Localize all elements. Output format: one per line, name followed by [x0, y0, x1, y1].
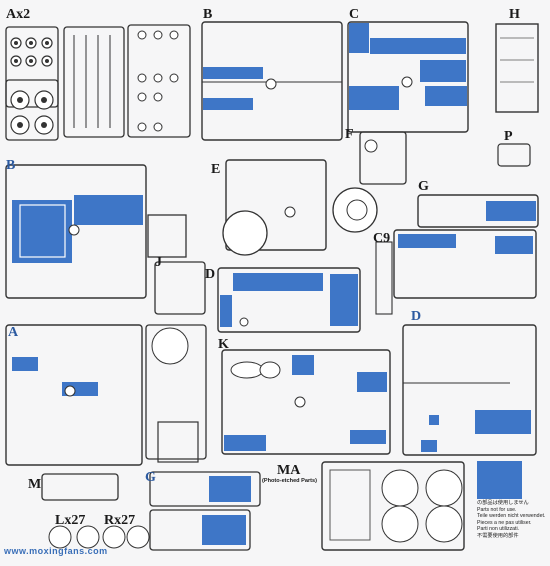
sprue-label-lx27: Lx27: [55, 513, 86, 528]
legend-line-it: Parti non utilizzati.: [477, 526, 520, 533]
not-used-legend-swatch: [477, 461, 522, 499]
sprue-label-g-bottom: G: [145, 470, 156, 485]
sprue-label-rx27: Rx27: [104, 513, 136, 528]
legend-line-de: Teile werden nicht verwendet.: [477, 513, 546, 520]
sprue-label-g-right: G: [418, 179, 429, 194]
watermark: www.moxingfans.com: [4, 546, 108, 556]
legend-line-fr: Pieces a ne pas utiliser.: [477, 519, 532, 526]
sprue-label-m: M: [28, 477, 42, 492]
sprue-label-k: K: [218, 337, 229, 352]
legend-line-zh: 不需要使用的部件: [477, 532, 519, 539]
sprue-label-a: A: [8, 325, 19, 340]
sprue-label-f: F: [345, 127, 354, 142]
sprue-label-ma: MA: [277, 463, 301, 478]
sprue-label-c9: C9: [373, 231, 391, 246]
sprue-label-j: J: [155, 255, 162, 270]
sprue-label-d-center: D: [205, 267, 216, 282]
sprue-label-c: C: [349, 7, 360, 22]
sprue-label-p: P: [504, 129, 513, 144]
legend-line-jp: の部品は使用しません: [477, 500, 529, 506]
sprue-label-ax2: Ax2: [6, 7, 31, 22]
sprue-label-b-left: B: [6, 158, 16, 173]
not-used-legend-text: の部品は使用しません Parts not for use. Teile werd…: [477, 500, 545, 540]
sprue-label-h: H: [509, 7, 520, 22]
sprue-label-e: E: [211, 162, 221, 177]
sprue-label-d-right: D: [411, 309, 422, 324]
sprue-label-b-top: B: [203, 7, 213, 22]
ma-subtitle: (Photo-etched Parts): [262, 478, 318, 484]
legend-line-en: Parts not for use.: [477, 506, 517, 513]
